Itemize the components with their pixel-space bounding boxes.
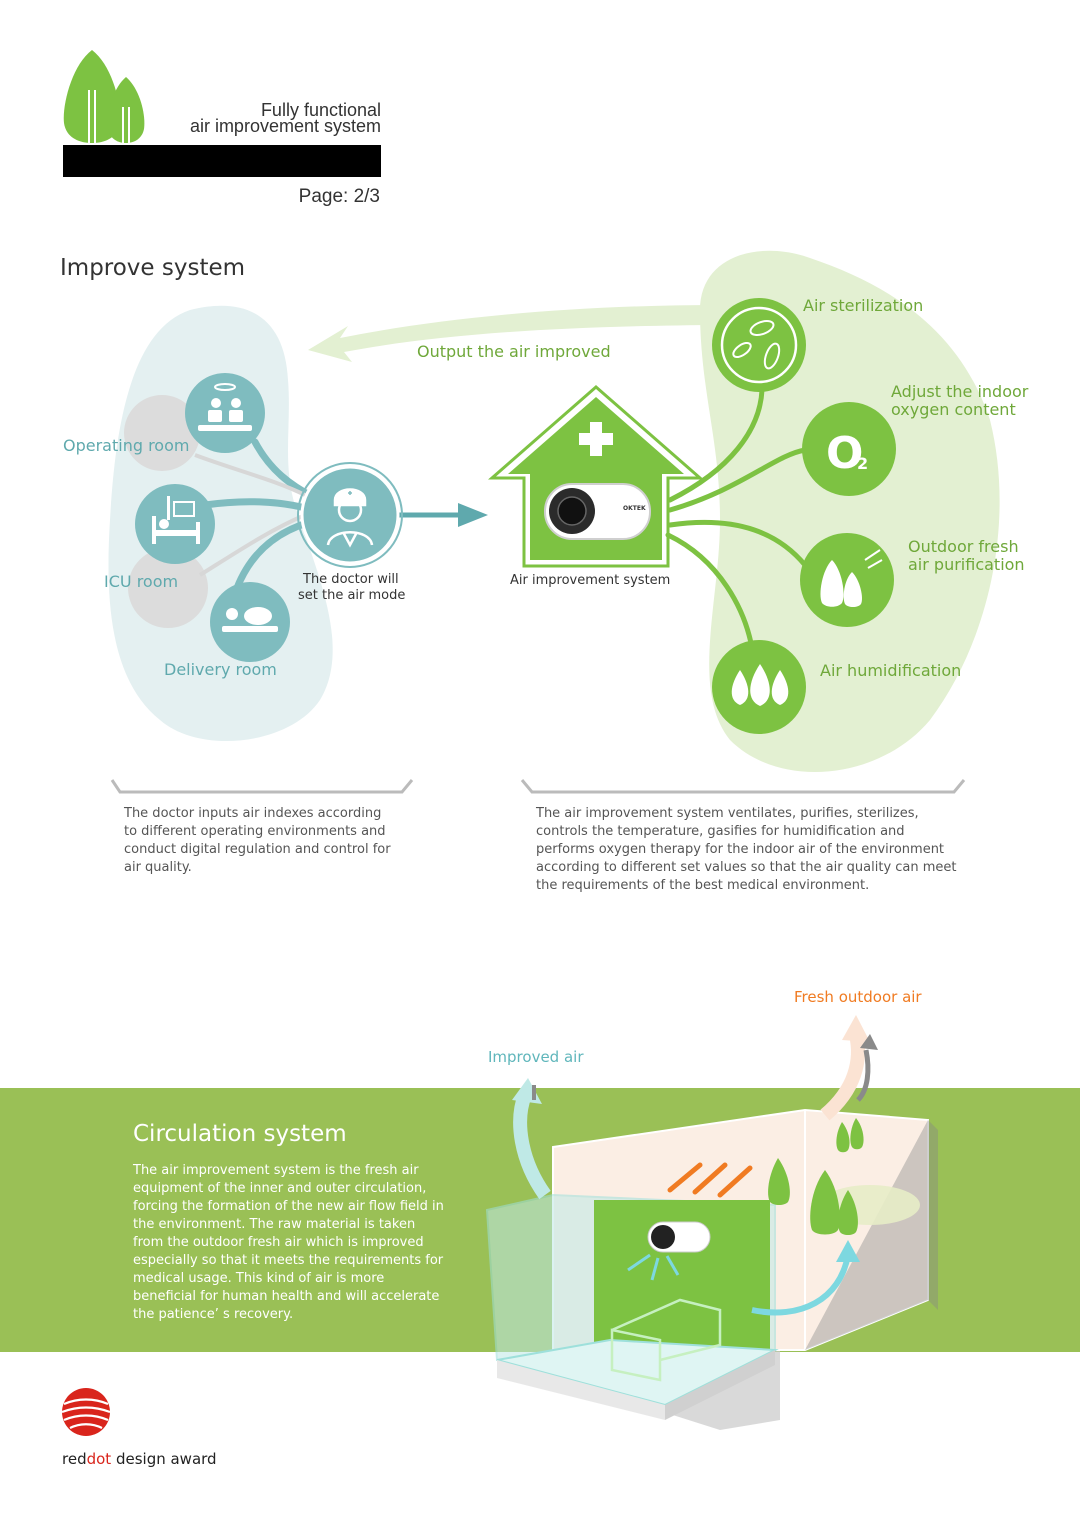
fresh-air-arrow: [820, 1033, 865, 1121]
connector-shade-1: [194, 453, 306, 497]
icu-room-label: ICU room: [104, 572, 179, 591]
improved-air-label: Improved air: [488, 1048, 584, 1066]
improved-air-arrow: [513, 1092, 551, 1200]
operating-room-shade: [124, 395, 200, 471]
operating-room-label: Operating room: [63, 436, 190, 455]
oxygen-2-glyph: 2: [857, 454, 868, 473]
bed-icon: [610, 1298, 722, 1382]
desc-bracket-right: [520, 779, 966, 794]
page-indicator: Page: 2/3: [298, 186, 380, 207]
device-caption: Air improvement system: [510, 573, 671, 588]
oxygen-label-line1: Adjust the indoor: [891, 382, 1029, 401]
oxygen-o-glyph: O: [826, 428, 863, 479]
connector-shade-2: [198, 513, 306, 577]
reddot-wordmark: reddot design award: [62, 1450, 217, 1468]
humidification-label: Air humidification: [820, 661, 962, 680]
connector-outdoor: [667, 519, 808, 568]
sterilization-label: Air sterilization: [803, 296, 924, 315]
connector-sterilization: [667, 387, 765, 503]
connector-oxygen: [667, 447, 808, 513]
reddot-logo-icon: [61, 1388, 111, 1436]
oxygen-label-line2: oxygen content: [891, 400, 1016, 419]
reddot-dot: dot: [86, 1450, 112, 1468]
desc-left: The doctor inputs air indexes according …: [124, 806, 391, 875]
doctor-label-line1: The doctor will: [303, 572, 399, 587]
doctor-label-line2: set the air mode: [298, 588, 406, 603]
outdoor-label-line2: air purification: [908, 555, 1025, 574]
header-black-bar: [63, 145, 381, 177]
improve-system-diagram: OKTEK O 2: [108, 250, 1000, 794]
oxygen-icon: [802, 402, 896, 496]
header-tree-logo: [63, 50, 145, 158]
icu-room-icon: [135, 484, 215, 564]
circulation-illustration: [485, 1015, 938, 1430]
circulation-title: Circulation system: [133, 1121, 347, 1147]
icu-room-shade: [128, 548, 208, 628]
operating-room-icon: [185, 373, 265, 453]
output-arrow: [308, 305, 720, 362]
delivery-room-label: Delivery room: [164, 660, 277, 679]
sterilization-icon: [712, 298, 806, 392]
desc-right: The air improvement system ventilates, p…: [536, 806, 957, 893]
desc-bracket-left: [110, 779, 414, 794]
house-outline: [488, 385, 704, 568]
reddot-rest: design award: [111, 1450, 217, 1468]
circulation-body: The air improvement system is the fresh …: [133, 1163, 444, 1322]
medical-cross-icon: [579, 422, 613, 456]
improve-system-title: Improve system: [60, 255, 246, 281]
device-brand-label: OKTEK: [623, 505, 646, 512]
fresh-outdoor-air-label: Fresh outdoor air: [794, 988, 922, 1006]
outdoor-label-line1: Outdoor fresh: [908, 537, 1019, 556]
doctor-icon: [300, 465, 400, 565]
output-label: Output the air improved: [417, 342, 611, 361]
header-subtitle-line1: Fully functional: [260, 100, 381, 120]
return-air-arrow: [751, 1254, 851, 1316]
connector-humidification: [665, 532, 755, 651]
reddot-red: red: [62, 1450, 87, 1468]
header-subtitle-line2: air improvement system: [189, 116, 381, 136]
